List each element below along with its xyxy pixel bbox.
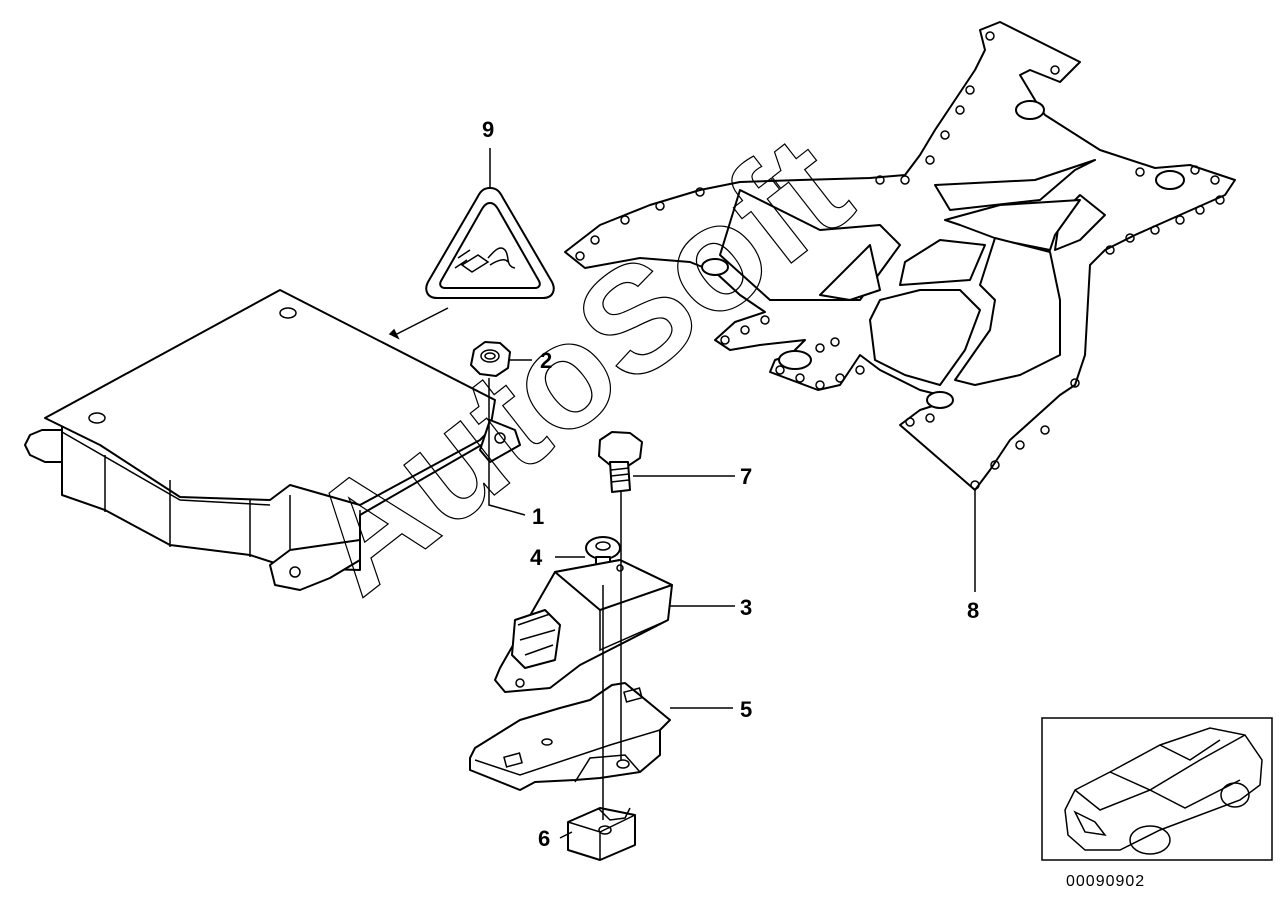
callout-9: 9 <box>482 117 494 142</box>
callout-1: 1 <box>532 504 544 529</box>
wiring-harness-mat[interactable] <box>564 21 1236 491</box>
clip-nut[interactable] <box>567 807 636 861</box>
mounting-bracket[interactable] <box>469 682 671 791</box>
connector-plug-icon <box>454 247 516 273</box>
callout-3: 3 <box>740 595 752 620</box>
leader-lines <box>388 148 976 839</box>
callout-2: 2 <box>540 348 552 373</box>
reference-number: 00090902 <box>1066 873 1145 890</box>
callout-7: 7 <box>740 464 752 489</box>
hex-bolt[interactable] <box>598 431 643 493</box>
warning-label-triangle[interactable] <box>425 187 555 299</box>
callout-8: 8 <box>967 598 979 623</box>
callout-4: 4 <box>530 545 543 570</box>
hex-nut[interactable] <box>470 341 511 377</box>
vehicle-thumbnail <box>1041 717 1273 861</box>
control-unit[interactable] <box>24 289 521 591</box>
callout-6: 6 <box>538 826 550 851</box>
crash-sensor[interactable] <box>494 559 673 693</box>
callout-5: 5 <box>740 697 752 722</box>
